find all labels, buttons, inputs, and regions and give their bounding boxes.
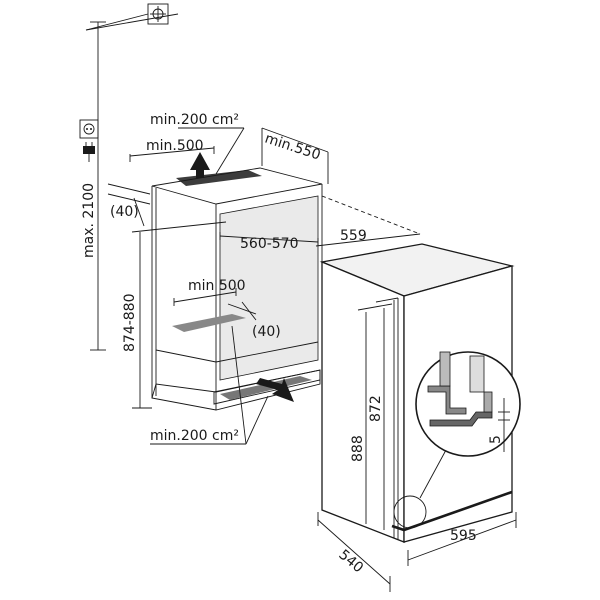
width-595-dimension: [407, 512, 517, 566]
depth-540-dimension: [317, 512, 391, 592]
height-888-label: 888: [350, 435, 366, 462]
max-height-dimension: [90, 21, 106, 351]
niche-width-label: 560-570: [240, 236, 299, 252]
refrigerator-appliance: [319, 243, 515, 543]
airflow-in-arrow-icon: [256, 378, 294, 402]
ground-leader-line: [85, 13, 149, 31]
power-plug-icon: [83, 142, 95, 162]
niche-height-dimension: [131, 221, 227, 409]
inner-vent-width-label: min 500: [188, 278, 246, 294]
height-888-dimension: [357, 303, 393, 524]
airflow-out-arrow-icon: [190, 152, 210, 178]
bottom-vent-area-label: min.200 cm²: [150, 428, 239, 444]
width-595-label: 595: [450, 528, 477, 544]
appliance-depth-label: 559: [340, 228, 367, 244]
inner-offset-label: (40): [252, 324, 281, 340]
depth-540-label: 540: [335, 547, 366, 576]
height-872-label: 872: [368, 395, 384, 422]
top-vent-area-label: min.200 cm²: [150, 112, 239, 128]
ground-leader-line-2: [85, 13, 179, 31]
ground-terminal-icon: [147, 3, 169, 25]
detail-callout: [393, 351, 521, 529]
top-offset-label: (40): [110, 204, 139, 220]
power-socket-icon: [79, 119, 99, 139]
height-872-dimension: [375, 297, 399, 530]
gap-5-label: 5: [488, 435, 504, 444]
cabinet-niche: [151, 167, 323, 411]
niche-height-label: 874-880: [122, 294, 138, 353]
max-height-label: max. 2100: [81, 183, 97, 258]
